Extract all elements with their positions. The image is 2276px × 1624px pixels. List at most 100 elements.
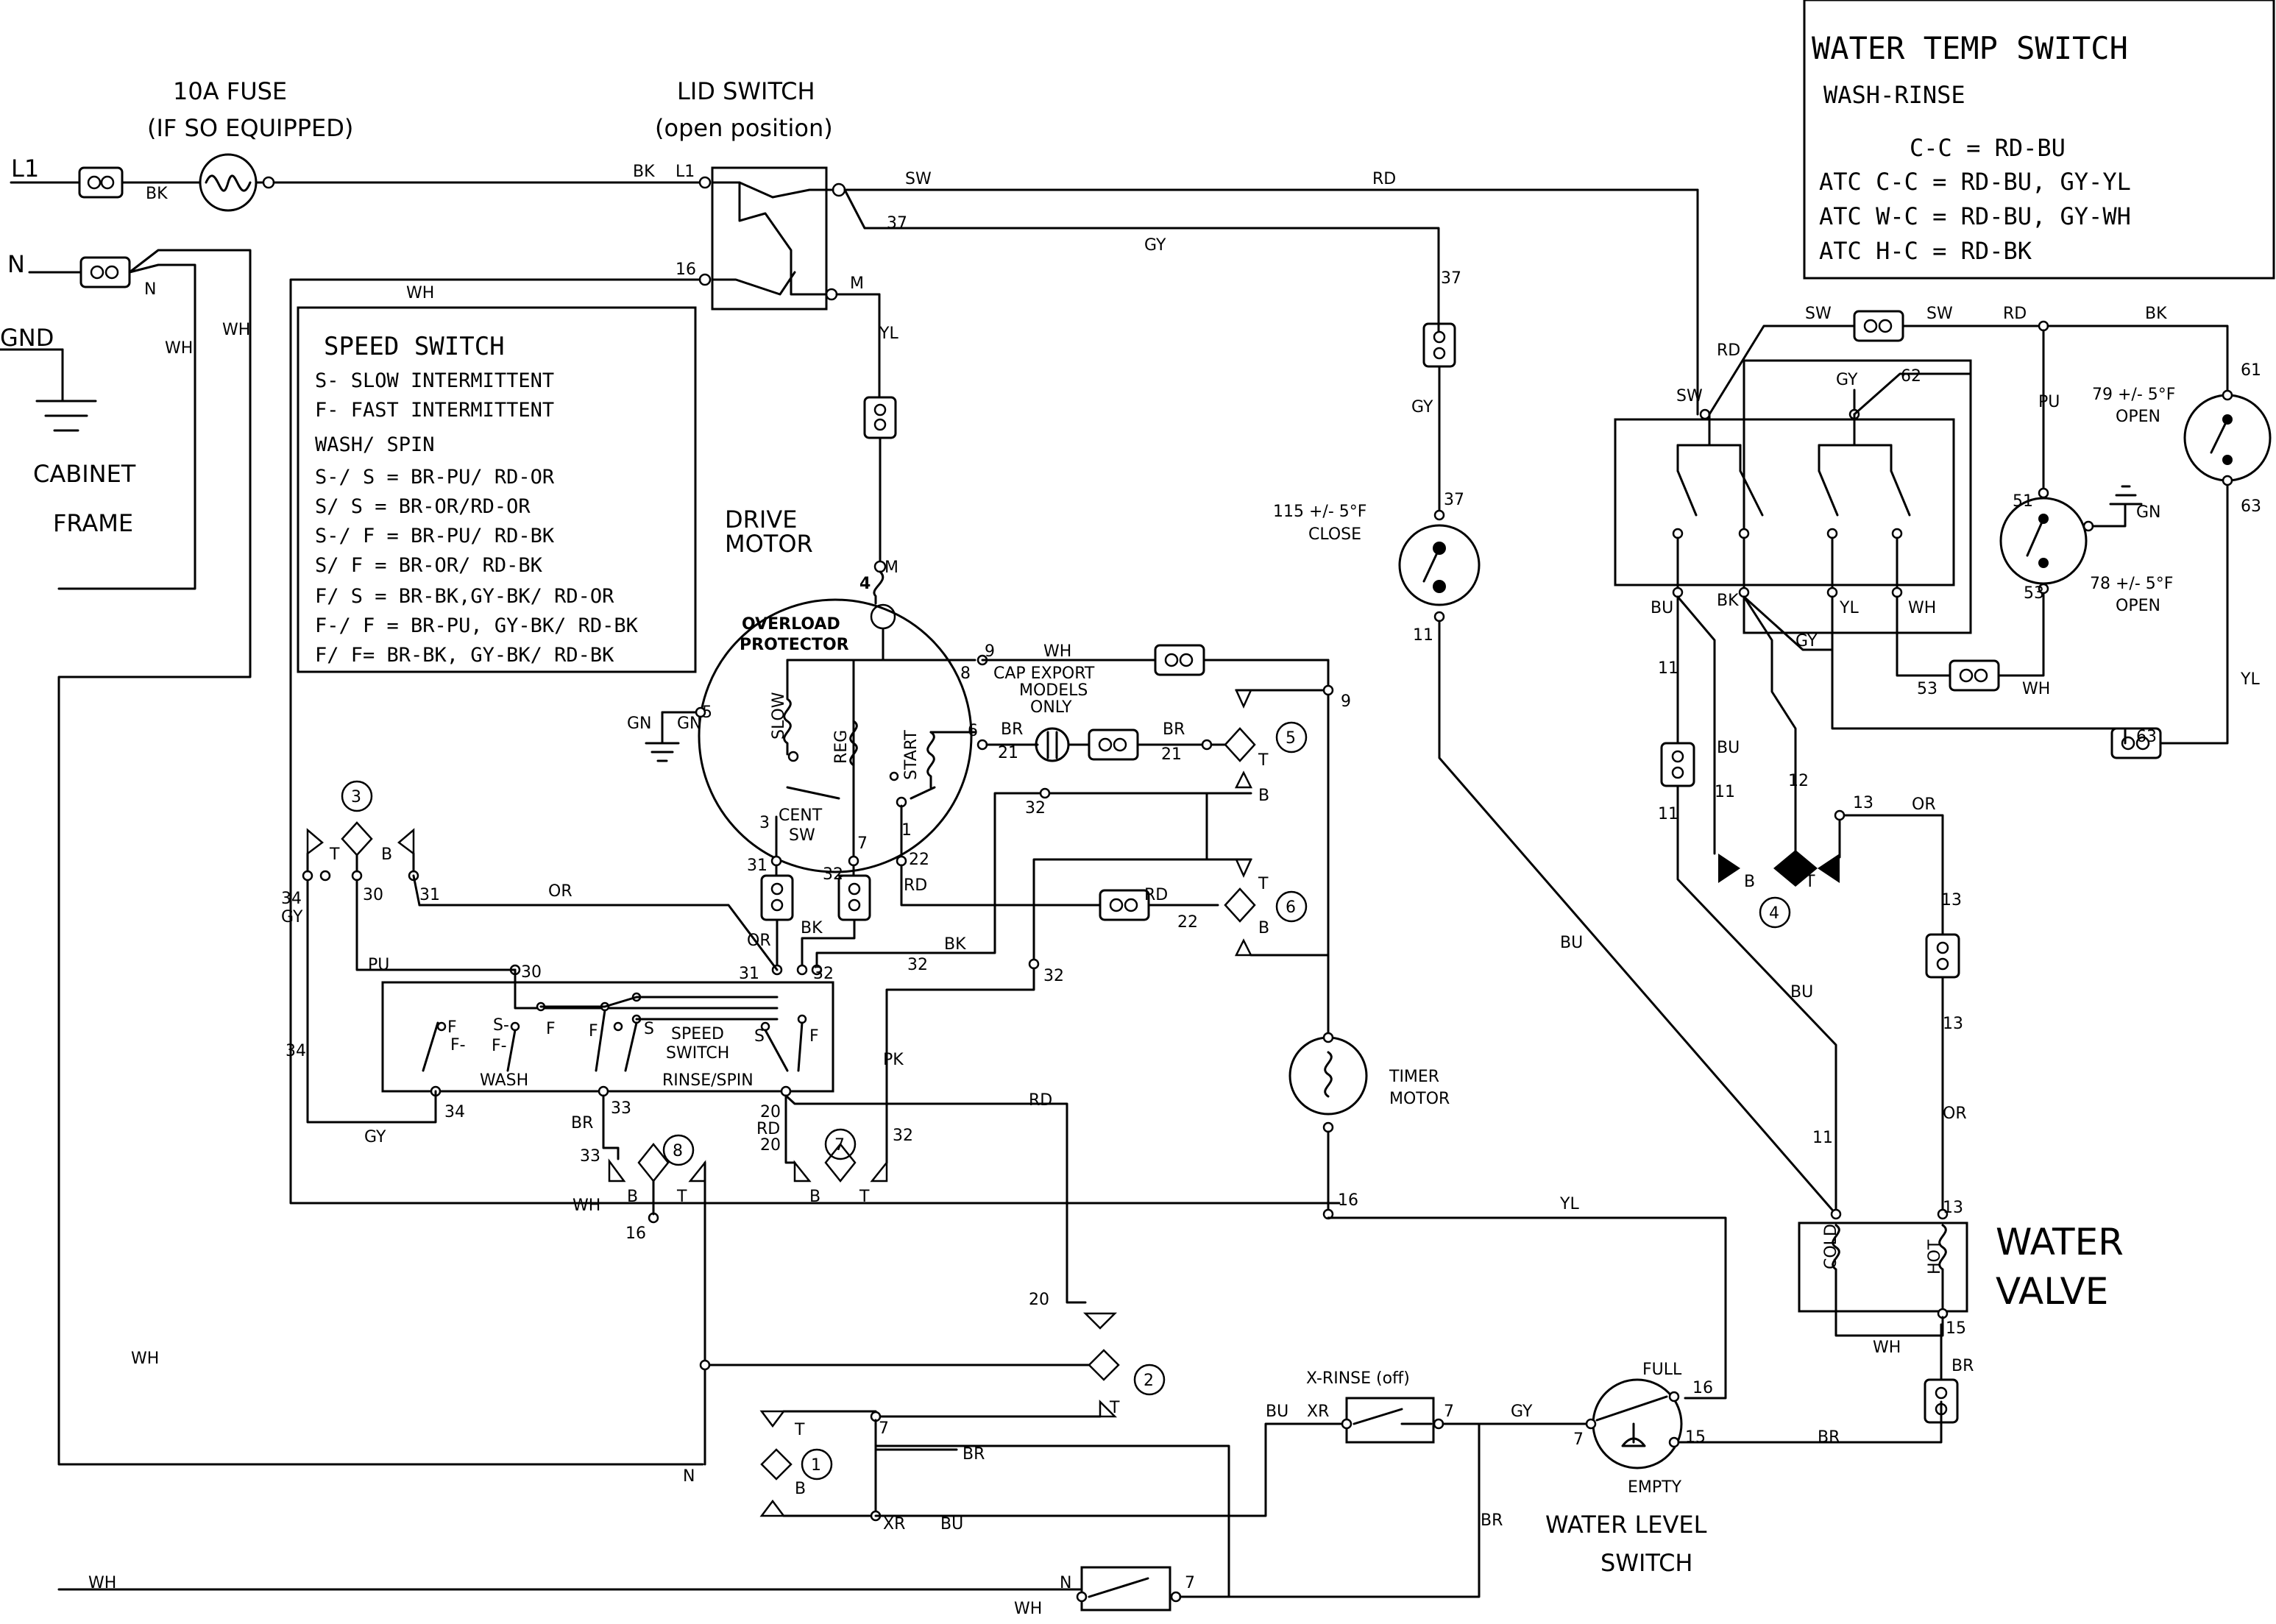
- wire-label: B: [809, 1188, 820, 1206]
- thermostat-78-circle: [1999, 497, 2088, 585]
- water-temp-subtitle: WASH-RINSE: [1823, 81, 1965, 109]
- svg-text:2: 2: [1144, 1372, 1154, 1390]
- wire-label: WH: [222, 321, 250, 339]
- wire-label: XR: [883, 1515, 905, 1533]
- wire-label: 20: [760, 1136, 781, 1155]
- wire-label: B: [1258, 919, 1269, 937]
- gnd-label: GND: [0, 324, 54, 352]
- terminal-6: 6: [815, 787, 1330, 1149]
- wire-label: 21: [998, 744, 1018, 762]
- wire-label: N: [683, 1467, 695, 1486]
- water-temp-legend: WATER TEMP SWITCH WASH-RINSE C-C = RD-BU…: [1803, 0, 2275, 280]
- terminal-8: 8: [608, 1134, 706, 1466]
- wire-label: GY: [1411, 398, 1433, 416]
- svg-text:F: F: [809, 1027, 819, 1046]
- wire-label: WH: [165, 339, 193, 358]
- wire-label: 16: [1692, 1379, 1713, 1397]
- wire-label: GN: [627, 715, 652, 733]
- wire-label: 6: [968, 722, 978, 740]
- cap-label-3: ONLY: [1030, 698, 1072, 717]
- wire-label: BR: [571, 1114, 593, 1132]
- thermostat-79-circle: [2183, 394, 2272, 482]
- wire-label: 32: [1043, 967, 1064, 985]
- wire-label: 30: [521, 963, 542, 982]
- wire-label: 1: [901, 821, 912, 840]
- wire-label: 15: [1946, 1319, 1966, 1338]
- legend-line: WASH/ SPIN: [315, 433, 435, 456]
- wire-label: BU: [1266, 1403, 1288, 1421]
- connector-number-6: [1275, 890, 1308, 923]
- wire-label: YL: [1839, 599, 1859, 617]
- wire-label: YL: [2240, 670, 2260, 689]
- wire-label: T: [329, 845, 340, 864]
- wire-label: 12: [1788, 772, 1809, 790]
- wire-label: WH: [88, 1574, 116, 1592]
- wire-label: 61: [2241, 361, 2261, 380]
- legend-line: S- SLOW INTERMITTENT: [315, 369, 554, 392]
- wire-label: BR: [1163, 720, 1185, 739]
- thermostat-circle: [1398, 524, 1481, 606]
- wire-label: N: [1060, 1574, 1071, 1592]
- water-temp-line: ATC C-C = RD-BU, GY-YL: [1819, 168, 2131, 196]
- speed-switch-legend: SPEED SWITCH S- SLOW INTERMITTENT F- FAS…: [297, 306, 697, 673]
- wire-label: L1: [676, 163, 695, 181]
- wire-label: 31: [747, 857, 767, 875]
- thermostat-79: 79 +/- 5°F OPEN: [2092, 386, 2272, 486]
- wire-label: BR: [1951, 1357, 1974, 1375]
- wire-label: BU: [1651, 599, 1673, 617]
- speed-switch-legend-title: SPEED SWITCH: [324, 332, 505, 361]
- wire-label: 7: [879, 1419, 889, 1438]
- lid-switch-box: [711, 166, 828, 311]
- wire-label: 62: [1901, 367, 1921, 386]
- water-temp-line: C-C = RD-BU: [1910, 134, 2066, 162]
- wire-label: 16: [1338, 1191, 1358, 1210]
- wire-label: YL: [1559, 1195, 1579, 1213]
- wire-label: PK: [883, 1051, 904, 1069]
- wire-label: WH: [1873, 1338, 1901, 1357]
- svg-text:5: 5: [1286, 729, 1296, 748]
- frame-label: FRAME: [53, 509, 133, 537]
- wire-label: BU: [940, 1515, 963, 1533]
- wire-label: OR: [548, 882, 572, 901]
- wire-label: 37: [1441, 269, 1461, 288]
- timer-motor: TIMER MOTOR: [1288, 1032, 1727, 1400]
- wire-label: 13: [1943, 1199, 1963, 1217]
- n-label: N: [7, 250, 25, 278]
- svg-text:F: F: [447, 1018, 457, 1037]
- wire-label: M: [884, 559, 898, 577]
- wire-label: 20: [760, 1103, 781, 1121]
- speed-switch-label-2: SWITCH: [666, 1044, 729, 1063]
- lid-switch-subtitle: (open position): [655, 114, 833, 142]
- wire-label: 13: [1943, 1015, 1963, 1033]
- wire-label: BU: [1560, 934, 1583, 952]
- neutral-ground-section: N GND CABINET FRAME: [0, 249, 704, 1466]
- wire-label: 22: [909, 851, 929, 869]
- terminal-3: 3: [306, 780, 415, 873]
- speed-switch: SPEED SWITCH WASH RINSE/SPIN FF- S-F- F …: [302, 870, 1087, 1304]
- svg-text:4: 4: [1769, 904, 1779, 923]
- wire-label: T: [794, 1421, 805, 1439]
- wire-label: 20: [1029, 1291, 1049, 1309]
- svg-text:F: F: [546, 1020, 556, 1038]
- wire-label: N: [144, 280, 156, 299]
- thermostat-78: 78 +/- 5°F OPEN: [1999, 485, 2173, 615]
- wire-label: 33: [580, 1147, 600, 1166]
- wire-label: GY: [1795, 632, 1818, 650]
- close-temp-label-1: 115 +/- 5°F: [1273, 503, 1366, 521]
- wire-label: 51: [2013, 492, 2033, 511]
- wire-label: 7: [857, 834, 868, 853]
- svg-text:F-: F-: [450, 1036, 466, 1054]
- wire-label: 3: [759, 814, 770, 832]
- terminal-1: 1: [759, 1410, 1348, 1587]
- legend-line: S-/ S = BR-PU/ RD-OR: [315, 466, 555, 489]
- wire-label: 11: [1715, 783, 1735, 801]
- wire-label: BK: [1717, 592, 1739, 610]
- svg-text:8: 8: [673, 1142, 683, 1160]
- svg-text:S: S: [754, 1027, 765, 1046]
- svg-text:6: 6: [1286, 898, 1296, 917]
- water-valve: COLD HOT WATER VALVE: [1798, 1208, 2124, 1337]
- wire-label: OR: [1943, 1104, 1967, 1123]
- wire-label: PU: [368, 956, 389, 974]
- wire-label: 9: [985, 642, 995, 661]
- wire-label: PU: [2038, 393, 2060, 411]
